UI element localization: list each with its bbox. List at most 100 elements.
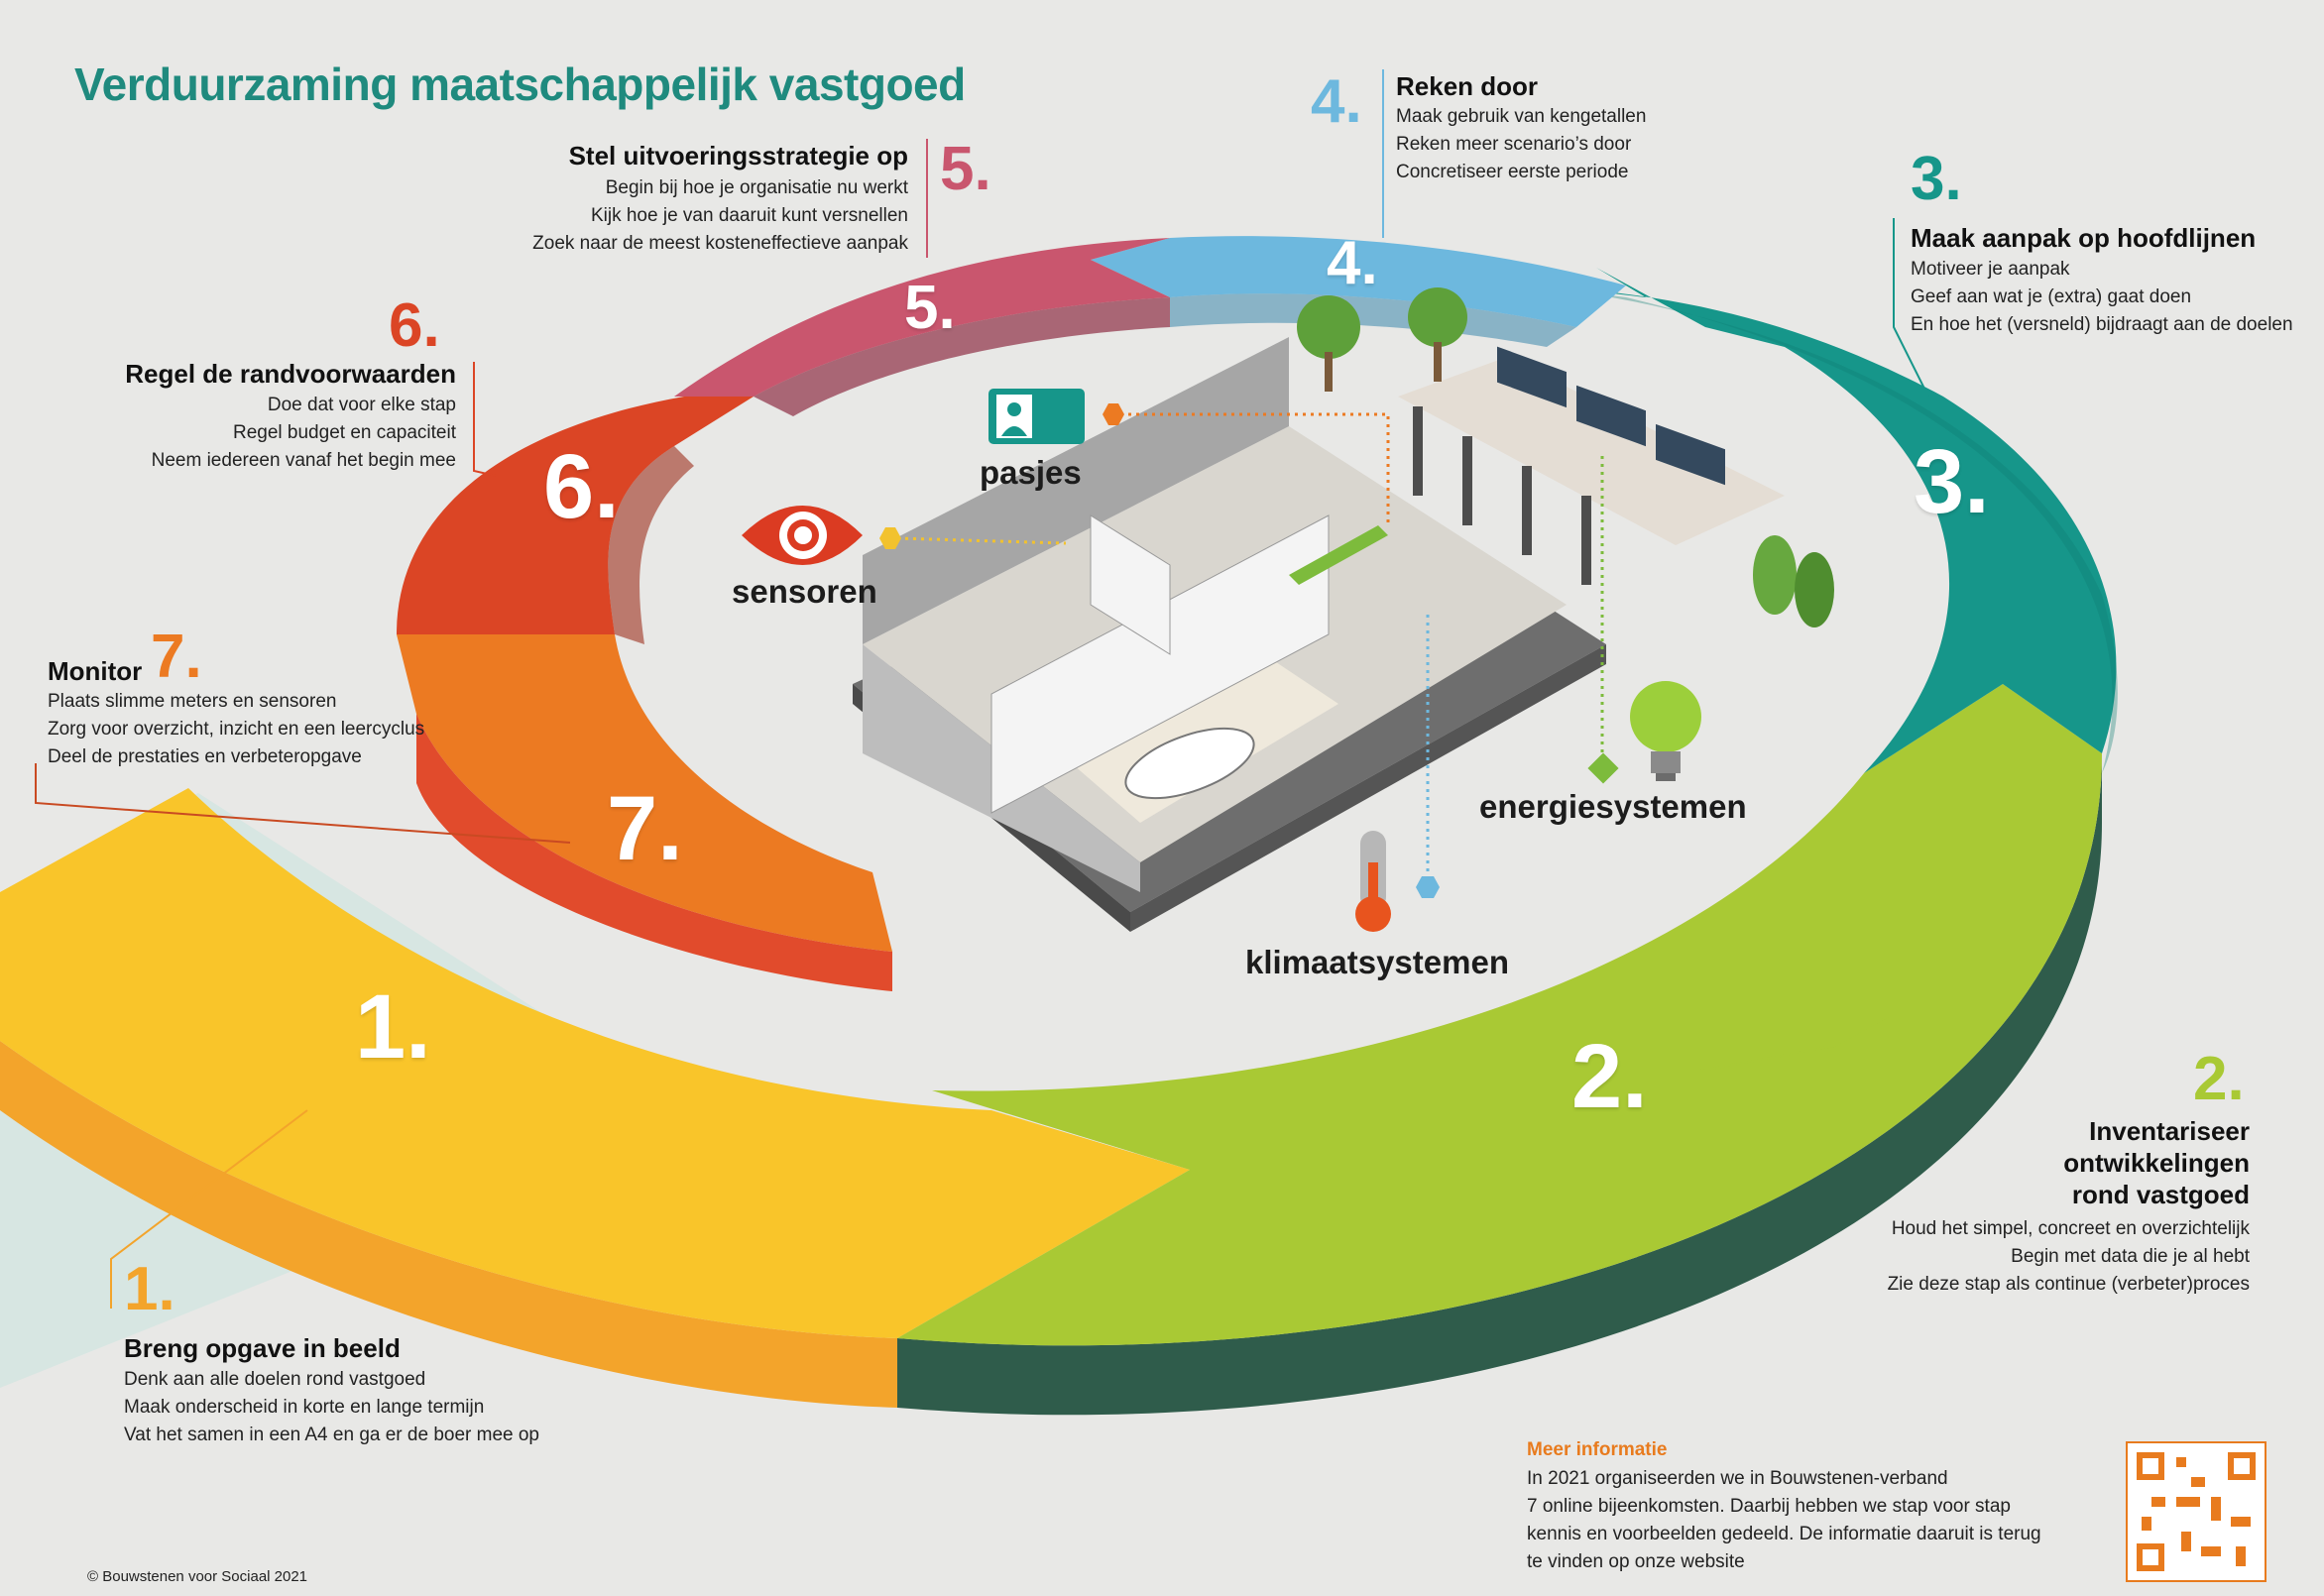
step-2-title-line-2: ontwikkelingen [2063, 1148, 2250, 1178]
step-7-line-1: Plaats slimme meters en sensoren [48, 691, 337, 712]
connector-step2-main [1699, 1011, 1890, 1072]
step-1-line-2: Maak onderscheid in korte en lange termi… [124, 1397, 485, 1418]
step-7-title: Monitor [48, 656, 143, 686]
step-4-line-3: Concretiseer eerste periode [1396, 162, 1629, 182]
eye-icon [742, 506, 863, 565]
ring-segment-6-inner [608, 446, 694, 644]
page-title: Verduurzaming maatschappelijk vastgoed [74, 58, 966, 110]
ring-segment-5-inner [754, 297, 1170, 416]
step-3-line-1: Motiveer je aanpak [1911, 259, 2070, 280]
ring-segment-5 [674, 238, 1170, 397]
tree-3 [1753, 535, 1797, 615]
step-4-lines: Maak gebruik van kengetallen Reken meer … [1396, 103, 1646, 186]
step-7-lines: Plaats slimme meters en sensoren Zorg vo… [48, 688, 424, 771]
step-5-title: Stel uitvoeringsstrategie op [568, 141, 908, 171]
sensoren-label: sensoren [732, 573, 877, 610]
solar-panel-1 [1497, 346, 1567, 408]
info-line-1: In 2021 organiseerden we in Bouwstenen-v… [1527, 1468, 1948, 1489]
info-line-4: te vinden op onze website [1527, 1551, 1745, 1572]
tree-2-trunk [1434, 342, 1442, 382]
ring-number-5: 5. [904, 274, 956, 342]
ring-rim-step1 [0, 1041, 897, 1408]
ring-segment-1 [0, 788, 1190, 1338]
pasjes-label: pasjes [980, 454, 1082, 491]
copyright: © Bouwstenen voor Sociaal 2021 [87, 1568, 308, 1585]
ring-segment-6 [397, 397, 754, 634]
sensor-marker-icon [879, 527, 901, 549]
id-card-icon [988, 389, 1085, 444]
solar-panel-3 [1656, 423, 1725, 486]
step-6-line-3: Neem iedereen vanaf het begin mee [151, 450, 456, 471]
ring-number-4: 4. [1327, 229, 1378, 297]
step-3-lines: Motiveer je aanpak Geef aan wat je (extr… [1911, 256, 2293, 339]
step-6-line-2: Regel budget en capaciteit [233, 422, 456, 443]
ring-segment-7 [397, 634, 892, 952]
step-1-line-3: Vat het samen in een A4 en ga er de boer… [124, 1425, 539, 1445]
building-base-front [1130, 644, 1606, 932]
step-7-line-3: Deel de prestaties en verbeteropgave [48, 746, 362, 767]
klimaatsystemen-label: klimaatsystemen [1245, 944, 1509, 980]
tree-4 [1795, 552, 1834, 627]
step-1-number: 1. [124, 1255, 175, 1323]
ring-segment-4 [1091, 236, 1626, 327]
step-7-line-2: Zorg voor overzicht, inzicht en een leer… [48, 719, 425, 740]
ring-number-6: 6. [543, 436, 620, 537]
step-5-line-2: Kijk hoe je van daaruit kunt versnellen [590, 205, 908, 226]
step-2-line-3: Zie deze stap als continue (verbeter)pro… [1887, 1274, 2250, 1295]
step-5-line-3: Zoek naar de meest kosteneffectieve aanp… [532, 233, 908, 254]
step-2-number: 2. [2193, 1045, 2245, 1113]
connector-step3 [1893, 218, 1929, 398]
internal-wall [990, 514, 1330, 814]
info-line-3: kennis en voorbeelden gedeeld. De inform… [1527, 1524, 2041, 1544]
step-3-line-2: Geef aan wat je (extra) gaat doen [1911, 286, 2192, 307]
step-5-number: 5. [940, 135, 991, 203]
step-2-title-line-1: Inventariseer [2089, 1116, 2250, 1146]
tree-1-trunk [1325, 352, 1333, 392]
step-4-line-1: Maak gebruik van kengetallen [1396, 106, 1647, 127]
step-6-lines: Doe dat voor elke stap Regel budget en c… [152, 392, 456, 475]
meeting-table [1124, 727, 1255, 800]
connector-step6 [473, 362, 497, 477]
step-6-title: Regel de randvoorwaarden [125, 359, 456, 389]
canopy-roof [1398, 357, 1785, 545]
energiesystemen-label: energiesystemen [1479, 788, 1747, 825]
step-1-lines: Denk aan alle doelen rond vastgoed Maak … [124, 1366, 539, 1449]
step-4-line-2: Reken meer scenario’s door [1396, 134, 1632, 155]
internal-wall-2 [1090, 514, 1171, 655]
solar-panel-2 [1576, 385, 1646, 447]
qr-code-icon[interactable] [2126, 1441, 2266, 1582]
step-5-lines: Begin bij hoe je organisatie nu werkt Ki… [532, 174, 908, 258]
step-4-number: 4. [1311, 67, 1362, 136]
ring-number-1: 1. [355, 976, 431, 1078]
step-2-line-2: Begin met data die je al hebt [2011, 1246, 2250, 1267]
step-3-title: Maak aanpak op hoofdlijnen [1911, 223, 2257, 253]
info-title: Meer informatie [1527, 1439, 1668, 1460]
ring-segment-2 [897, 684, 2102, 1346]
step-2-lines: Houd het simpel, concreet en overzichtel… [1888, 1215, 2250, 1299]
connector-step1 [110, 1109, 308, 1309]
pasjes-marker-icon [1103, 403, 1124, 425]
thermometer-icon [1355, 831, 1391, 932]
connector-step7 [35, 763, 571, 844]
step-2-title: Inventariseer ontwikkelingen rond vastgo… [2063, 1115, 2250, 1210]
ring-number-2: 2. [1571, 1026, 1648, 1127]
tree-1 [1297, 295, 1360, 359]
green-desk [1289, 525, 1388, 585]
ring-number-7: 7. [607, 778, 683, 879]
ring-rim-dark [897, 753, 2102, 1416]
step-1-line-1: Denk aan alle doelen rond vastgoed [124, 1369, 426, 1390]
step-6-number: 6. [389, 291, 440, 360]
step-5-line-1: Begin bij hoe je organisatie nu werkt [605, 177, 908, 198]
climate-marker-icon [1416, 876, 1440, 898]
ring-segment-4-inner [1170, 293, 1576, 347]
info-text: In 2021 organiseerden we in Bouwstenen-v… [1527, 1465, 2041, 1576]
energy-marker-icon [1587, 752, 1619, 784]
info-line-2: 7 online bijeenkomsten. Daarbij hebben w… [1527, 1496, 2011, 1517]
tree-2 [1408, 287, 1467, 347]
building-wall-back [863, 337, 1289, 644]
lightbulb-icon [1630, 681, 1701, 781]
ring-segment-7-rim [416, 714, 892, 991]
step-7-number: 7. [151, 623, 202, 691]
step-1-title: Breng opgave in beeld [124, 1333, 401, 1363]
